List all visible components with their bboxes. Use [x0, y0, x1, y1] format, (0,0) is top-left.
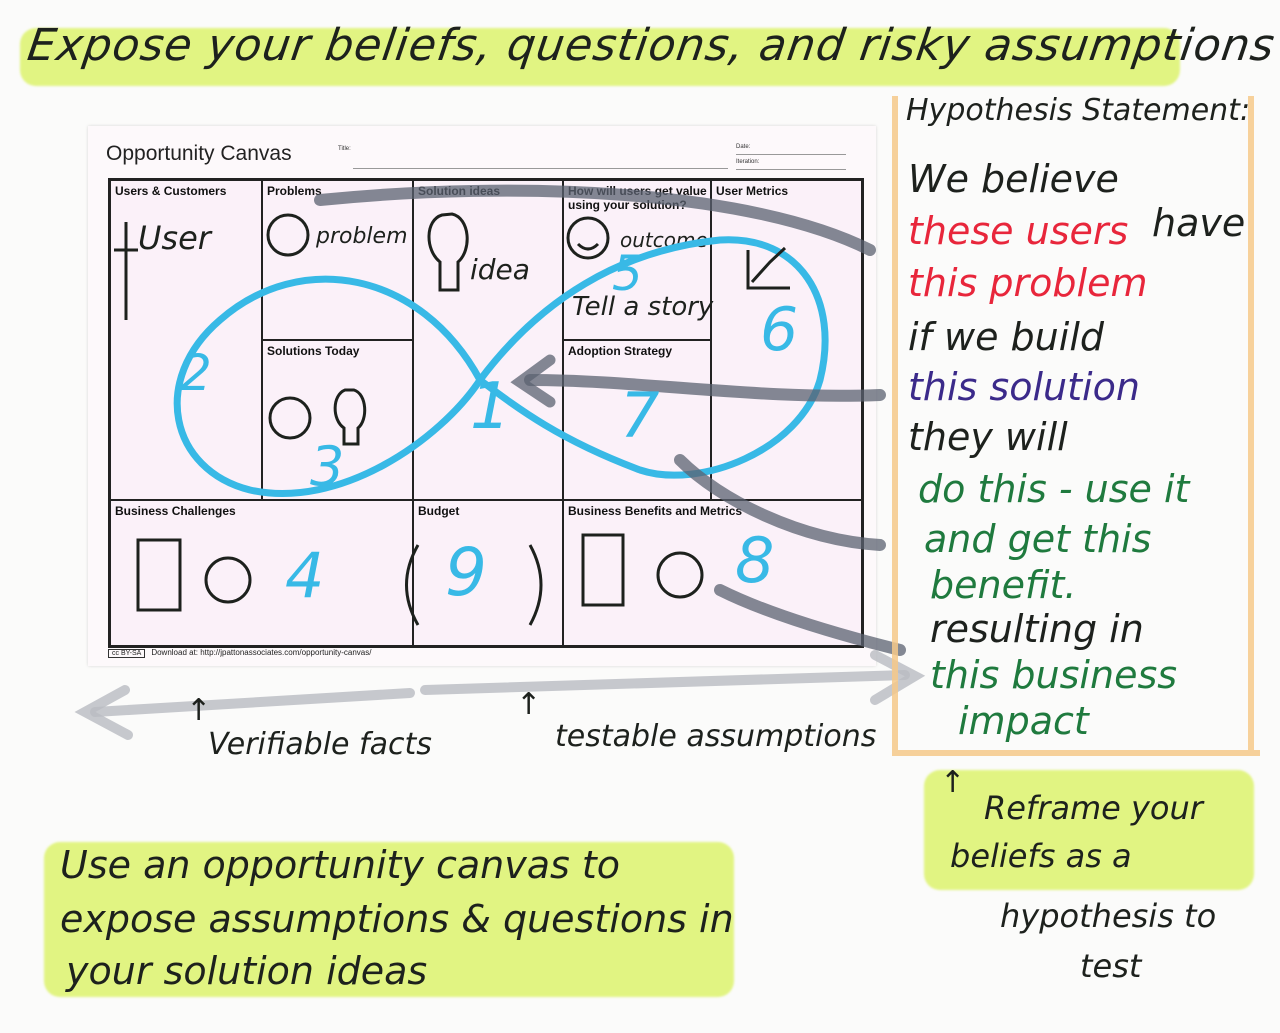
- verifiable-facts-label: Verifiable facts: [208, 727, 432, 762]
- iteration-field-line: [736, 169, 846, 170]
- handwritten-problem: problem: [316, 224, 408, 249]
- step-number-2: 2: [180, 344, 212, 402]
- cell-title: User Metrics: [716, 184, 789, 198]
- step-number-8: 8: [735, 524, 775, 597]
- iteration-field-label: Iteration:: [736, 159, 760, 165]
- up-arrow-assumptions-icon: ↑: [516, 687, 542, 722]
- title-field-label: Title:: [338, 146, 351, 152]
- hypothesis-line: have: [1152, 201, 1246, 245]
- cell-title: Solution ideas: [418, 184, 501, 198]
- canvas-title: Opportunity Canvas: [106, 142, 292, 165]
- title-field-line: [353, 168, 728, 169]
- cell-title: Problems: [267, 184, 322, 198]
- reframe-highlight: [924, 770, 1254, 890]
- use-canvas-line: expose assumptions & questions in: [60, 897, 734, 941]
- step-number-4: 4: [285, 539, 325, 612]
- hypothesis-line: resulting in: [930, 607, 1144, 651]
- step-number-7: 7: [620, 379, 660, 452]
- assumptions-arrow: [420, 670, 910, 695]
- hypothesis-line: they will: [908, 415, 1068, 459]
- cell-budget: Budget: [413, 500, 563, 646]
- cc-license-icon: cc BY-SA: [108, 649, 146, 658]
- download-link: Download at: http://jpattonassociates.co…: [151, 648, 372, 657]
- hypothesis-box: [892, 96, 1260, 756]
- cell-problems: Problems: [262, 180, 413, 340]
- canvas-footer: cc BY-SA Download at: http://jpattonassoc…: [108, 648, 371, 658]
- cell-title: Solutions Today: [267, 344, 360, 358]
- reframe-line: hypothesis to: [1000, 897, 1217, 935]
- date-field-label: Date:: [736, 144, 751, 150]
- hypothesis-line: this solution: [908, 365, 1140, 409]
- step-number-1: 1: [470, 370, 511, 444]
- hypothesis-line: do this - use it: [918, 467, 1190, 511]
- hypothesis-line: impact: [958, 699, 1089, 743]
- date-field-line: [736, 154, 846, 155]
- cell-solution-ideas: Solution ideas: [413, 180, 563, 500]
- cell-title: Users & Customers: [115, 184, 227, 198]
- hypothesis-line: We believe: [908, 157, 1119, 201]
- testable-assumptions-label: testable assumptions: [555, 719, 877, 754]
- handwritten-idea: idea: [470, 253, 530, 286]
- hypothesis-line: this business: [930, 653, 1178, 697]
- cell-title: Business Benefits and Metrics: [568, 504, 743, 518]
- reframe-line: Reframe your: [984, 789, 1203, 827]
- handwritten-user: User: [138, 219, 211, 257]
- facts-arrow-head: [74, 685, 133, 740]
- hypothesis-line: and get this: [924, 517, 1152, 561]
- cell-title: Budget: [418, 504, 460, 518]
- cell-title: Business Challenges: [115, 504, 236, 518]
- reframe-line: test: [1080, 947, 1142, 985]
- hypothesis-box-right-edge: [1248, 96, 1254, 750]
- use-canvas-line: your solution ideas: [66, 949, 428, 993]
- hypothesis-line: this problem: [908, 261, 1148, 305]
- use-canvas-line: Use an opportunity canvas to: [60, 843, 621, 887]
- hypothesis-title: Hypothesis Statement:: [906, 93, 1251, 128]
- step-number-6: 6: [760, 295, 799, 365]
- cell-business-challenges: Business Challenges: [110, 500, 413, 646]
- headline-highlight: [20, 28, 1180, 86]
- cell-title: How will users get value using your solu…: [568, 184, 707, 212]
- use-canvas-highlight: [44, 842, 734, 997]
- step-number-3: 3: [310, 435, 345, 498]
- facts-arrow: [90, 688, 415, 717]
- hypothesis-line: benefit.: [930, 563, 1077, 607]
- hypothesis-line: these users: [908, 209, 1129, 253]
- cell-title: Adoption Strategy: [568, 344, 672, 358]
- up-arrow-reframe-icon: ↑: [940, 765, 966, 800]
- cell-business-benefits: Business Benefits and Metrics: [563, 500, 862, 646]
- up-arrow-facts-icon: ↑: [186, 693, 212, 728]
- handwritten-tell-story: Tell a story: [572, 292, 714, 322]
- headline: Expose your beliefs, questions, and risk…: [24, 20, 1279, 71]
- hypothesis-line: if we build: [908, 315, 1104, 359]
- step-number-9: 9: [445, 534, 487, 611]
- step-number-5: 5: [612, 246, 643, 302]
- reframe-line: beliefs as a: [950, 837, 1132, 875]
